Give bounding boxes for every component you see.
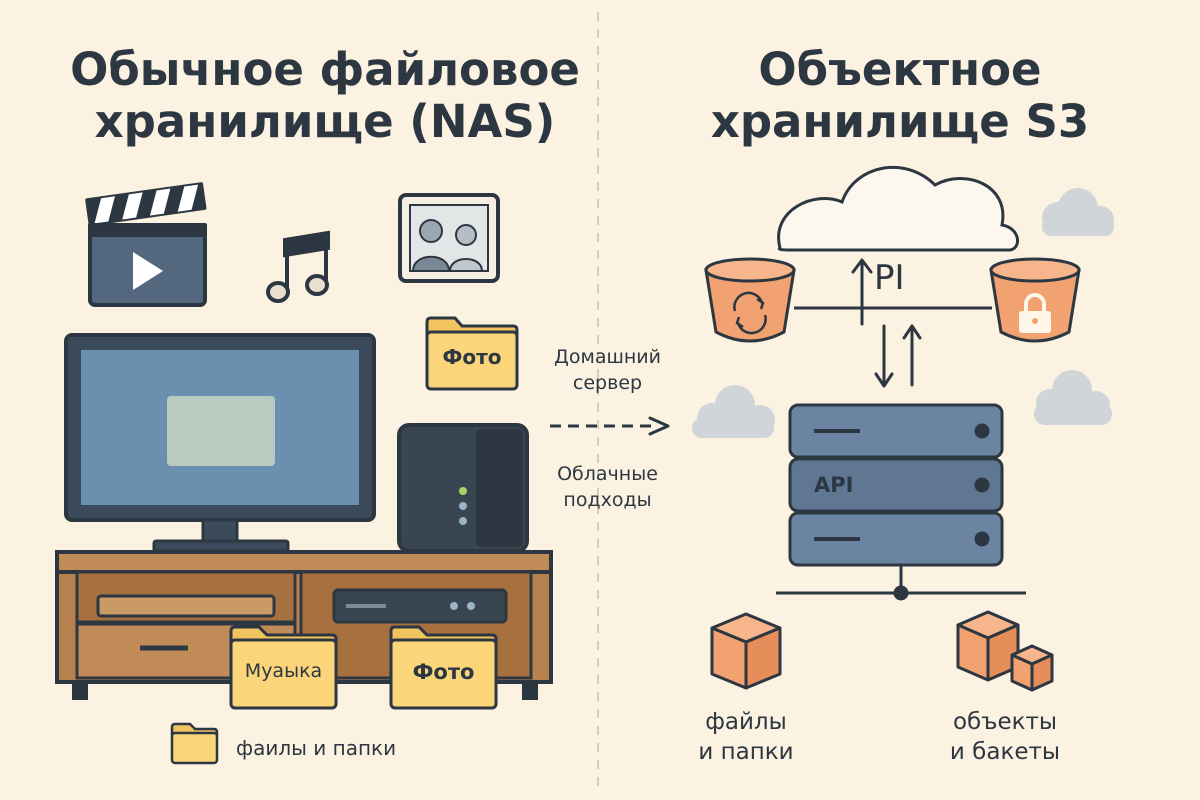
legend-folder-icon — [170, 722, 219, 765]
bucket-sync-icon — [704, 257, 796, 343]
nas-device-icon — [397, 423, 529, 553]
server-rack-icon — [776, 403, 1026, 601]
cloud-icon — [777, 165, 1019, 310]
s3-title-line1: Объектное — [758, 43, 1042, 96]
s3-title-line2: хранилище S3 — [710, 95, 1090, 148]
nas-title-line1: Обычное файловое — [70, 43, 580, 96]
files-folders-label-line1: файлы — [705, 709, 787, 735]
folder-photo-large-label: Фото — [412, 660, 475, 684]
photo-frame-icon — [398, 193, 500, 283]
home-server-label: Домашний сервер — [540, 344, 675, 396]
objects-buckets-label-line1: объекты — [952, 709, 1058, 735]
folder-music-icon — [229, 625, 338, 710]
tv-cabinet-icon — [55, 550, 553, 700]
bucket-lock-icon — [989, 257, 1081, 343]
home-server-label-line1: Домашний — [554, 346, 661, 368]
server-api-label: API — [814, 473, 854, 497]
nas-title-line2: хранилище (NAS) — [94, 95, 556, 148]
folder-music-label: Муаыка — [244, 660, 323, 682]
api-arrows-icon — [851, 258, 922, 388]
folder-photo-large-icon — [389, 625, 498, 710]
cloud-approaches-label-line1: Облачные — [557, 463, 658, 485]
cloud-approaches-label: Облачные подходы — [540, 461, 675, 513]
tv-icon — [64, 333, 376, 553]
home-server-label-line2: сервер — [572, 372, 643, 394]
folder-photo-small-icon — [425, 316, 519, 391]
objects-buckets-label-line2: и бакеты — [949, 739, 1061, 765]
folder-photo-small-label: Фото — [442, 345, 502, 369]
nas-title: Обычное файловое хранилище (NAS) — [55, 44, 595, 148]
s3-title: Объектное хранилище S3 — [630, 44, 1170, 148]
objects-buckets-label: объекты и бакеты — [925, 707, 1085, 767]
files-folders-label-line2: и папки — [698, 739, 794, 765]
dashed-arrow-icon — [550, 416, 670, 436]
music-note-icon — [266, 230, 330, 303]
cloud-approaches-label-line2: подходы — [563, 489, 652, 511]
small-cloud-icon — [1042, 188, 1114, 236]
film-clapper-icon — [85, 182, 207, 307]
cube-files-icon — [710, 612, 782, 690]
files-folders-label: файлы и папки — [676, 707, 816, 767]
small-cloud-icon — [1034, 370, 1112, 425]
small-cloud-icon — [692, 385, 775, 438]
cube-objects-icon — [956, 610, 1054, 692]
cloud-api-label: PI — [874, 258, 905, 298]
legend-label: фаилы и папки — [236, 736, 397, 760]
